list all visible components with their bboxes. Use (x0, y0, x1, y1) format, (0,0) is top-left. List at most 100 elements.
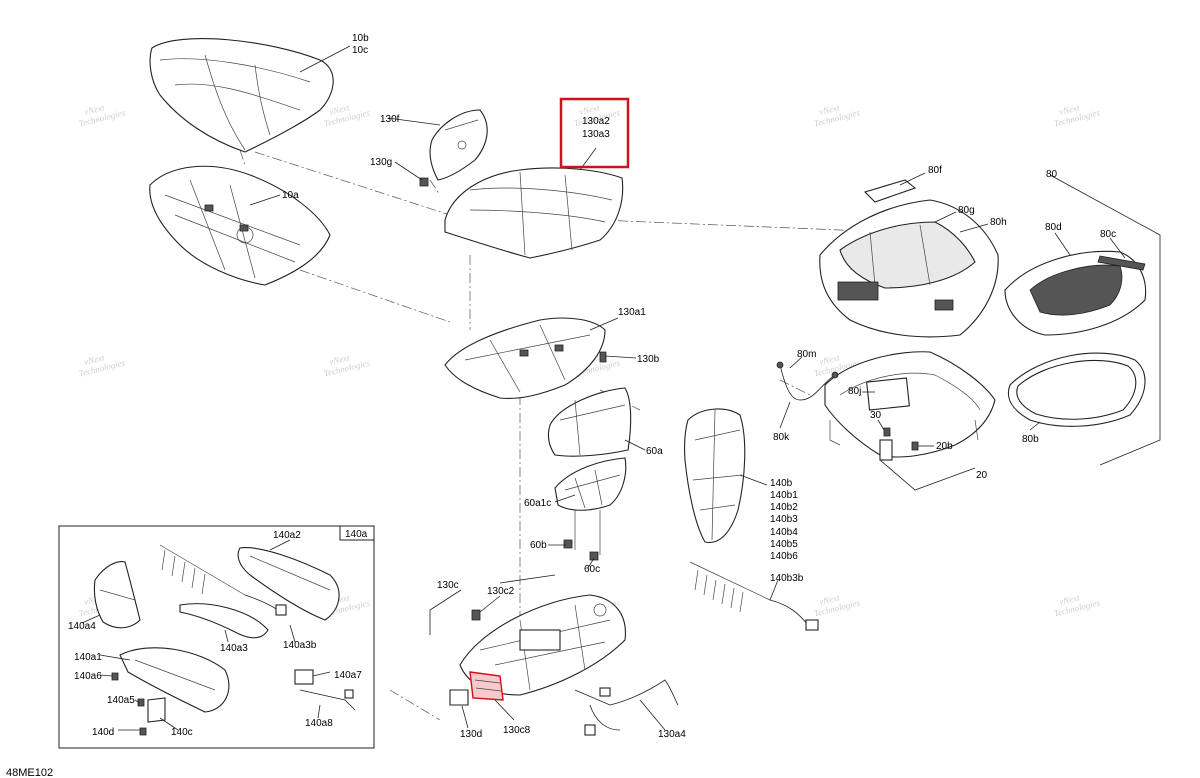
arm-140a3 (179, 603, 269, 639)
watermark: vNext Technologies (813, 102, 862, 128)
screws-140a6 (111, 672, 147, 736)
diagram-code: 48ME102 (6, 767, 53, 778)
watermark: vNext Technologies (1053, 592, 1102, 618)
callout-140b2: 140b2 (770, 502, 798, 513)
bolt-130c2 (471, 609, 481, 621)
svg-text:vNext: vNext (328, 102, 351, 117)
callout-140b5: 140b5 (770, 539, 798, 550)
screw-130b (599, 351, 607, 363)
callout-140b3: 140b3 (770, 514, 798, 525)
callout-10a: 10a (282, 190, 299, 201)
callout-140a3b: 140a3b (283, 640, 317, 651)
svg-text:vNext: vNext (578, 102, 601, 117)
watermark: vNext Technologies (323, 352, 372, 378)
inset-title-box (339, 525, 375, 541)
callout-140a7: 140a7 (334, 670, 362, 681)
pad-140c (147, 697, 166, 723)
seat-cushion-10b (149, 38, 334, 153)
callout-140a3: 140a3 (220, 643, 248, 654)
latch-80f (863, 179, 917, 203)
callout-130b: 130b (637, 354, 660, 365)
callout-130a4: 130a4 (658, 729, 686, 740)
gasket-80b (1007, 352, 1146, 427)
harness-80m (776, 361, 839, 401)
screw-30 (883, 427, 891, 437)
callout-80j: 80j (848, 386, 861, 397)
harness-140b3b (689, 561, 819, 631)
callout-130f: 130f (380, 114, 400, 125)
trim-140a1 (119, 647, 230, 713)
cover-140a4 (93, 561, 141, 629)
svg-text:vNext: vNext (83, 102, 106, 117)
harness-130a4 (574, 679, 679, 736)
callout-140a5: 140a5 (107, 695, 135, 706)
svg-text:vNext: vNext (1058, 592, 1081, 607)
callout-140a2: 140a2 (273, 530, 301, 541)
callout-60b: 60b (530, 540, 547, 551)
callout-80b: 80b (1022, 434, 1039, 445)
callout-140a6: 140a6 (74, 671, 102, 682)
switch-140a7 (294, 669, 314, 685)
callout-140a8: 140a8 (305, 718, 333, 729)
harness-140a8 (299, 689, 356, 711)
callout-130a1: 130a1 (618, 307, 646, 318)
watermark: vNext Technologies (1053, 102, 1102, 128)
inset-frame (58, 525, 375, 749)
callout-80c: 80c (1100, 229, 1116, 240)
svg-text:vNext: vNext (818, 352, 841, 367)
seat-base-10a (149, 165, 331, 286)
leader-lines (81, 45, 1161, 731)
bolt-60c (589, 551, 599, 561)
svg-text:vNext: vNext (818, 592, 841, 607)
callout-130d: 130d (460, 729, 482, 740)
callout-60a1c: 60a1c (524, 498, 551, 509)
callout-140a: 140a (345, 529, 368, 540)
callout-140b6: 140b6 (770, 551, 798, 562)
callout-130c2: 130c2 (487, 586, 515, 597)
seat-frame-130c (459, 594, 626, 696)
svg-text:vNext: vNext (818, 102, 841, 117)
passenger-seat-base-130a1 (444, 317, 606, 399)
callout-10b: 10b (352, 33, 369, 44)
strip-80c (1097, 255, 1146, 271)
callout-80m: 80m (797, 349, 816, 360)
callout-20: 20 (976, 470, 988, 481)
callout-140d: 140d (92, 727, 114, 738)
callout-80: 80 (1046, 169, 1058, 180)
screw-20b (911, 441, 919, 451)
callout-80f: 80f (928, 165, 942, 176)
callout-60a: 60a (646, 446, 663, 457)
highlight-box (559, 97, 630, 169)
callout-130c: 130c (437, 580, 459, 591)
callout-140b: 140b (770, 478, 793, 489)
bolt-60b (563, 539, 573, 549)
callout-130a2: 130a2 (582, 116, 610, 127)
svg-text:vNext: vNext (83, 352, 106, 367)
watermark: vNext Technologies (323, 102, 372, 128)
callout-140a4: 140a4 (68, 621, 96, 632)
armrest-140a2 (237, 547, 340, 621)
svg-text:vNext: vNext (328, 352, 351, 367)
callout-140b3b: 140b3b (770, 573, 804, 584)
callout-60c: 60c (584, 564, 600, 575)
callout-80k: 80k (773, 432, 790, 443)
lid-80d (1004, 250, 1147, 336)
callout-30: 30 (870, 410, 882, 421)
callout-80h: 80h (990, 217, 1007, 228)
passenger-seat-cushion (444, 167, 624, 259)
backrest-frame-60a1c (554, 457, 627, 555)
storage-box-80 (819, 199, 999, 338)
callout-130g: 130g (370, 157, 392, 168)
callout-130a3: 130a3 (582, 129, 610, 140)
callout-80d: 80d (1045, 222, 1062, 233)
callout-130c8: 130c8 (503, 725, 531, 736)
callout-140b4: 140b4 (770, 527, 798, 538)
callout-140c: 140c (171, 727, 193, 738)
bracket-130c8-highlight (469, 671, 504, 701)
callout-10c: 10c (352, 45, 368, 56)
svg-text:vNext: vNext (1058, 102, 1081, 117)
callout-labels: 10b 10c 10a 130f 130g 130a2 130a3 130a1 … (68, 33, 1116, 740)
callout-140a1: 140a1 (74, 652, 102, 663)
watermark: vNext Technologies (78, 102, 127, 128)
